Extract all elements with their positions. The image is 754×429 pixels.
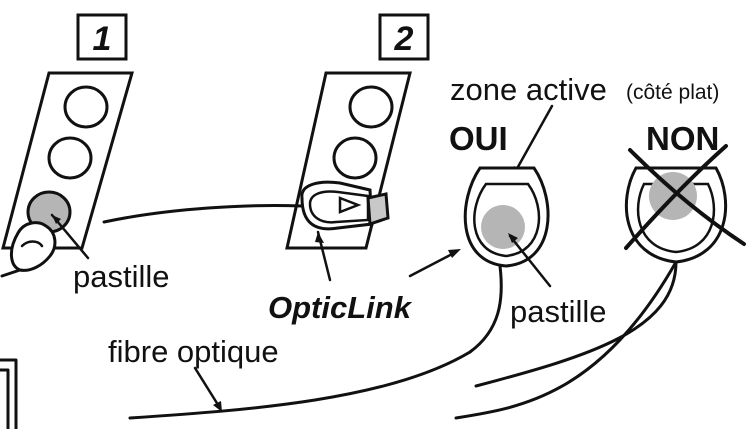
partial-frame bbox=[0, 358, 18, 429]
indicator-led-top-2 bbox=[348, 85, 394, 129]
direction-arrow-icon bbox=[338, 196, 362, 214]
pastille-label-left: pastille bbox=[73, 259, 170, 294]
pastille-label-right: pastille bbox=[510, 294, 607, 329]
fibre-optique-pointer bbox=[193, 366, 222, 410]
indicator-led-middle bbox=[47, 136, 93, 180]
cote-plat-label: (côté plat) bbox=[626, 81, 719, 104]
oui-label: OUI bbox=[449, 120, 508, 157]
pastille-pointer-right bbox=[508, 234, 552, 288]
fiber-cable bbox=[128, 350, 472, 420]
finger-icon bbox=[0, 221, 57, 278]
pastille-spot-oui bbox=[481, 205, 525, 249]
opticlink-connector bbox=[300, 180, 390, 231]
fibre-optique-label: fibre optique bbox=[108, 334, 279, 369]
zone-active-pointer bbox=[512, 104, 554, 176]
step-1-badge: 1 bbox=[76, 13, 128, 61]
fiber-stem-non bbox=[474, 260, 678, 388]
step-2-number: 2 bbox=[394, 20, 414, 58]
cross-out-icon bbox=[624, 144, 746, 250]
step-1-number: 1 bbox=[93, 20, 112, 58]
connector-non bbox=[624, 166, 728, 264]
fiber-stem-oui bbox=[468, 264, 503, 354]
pastille-pointer-left bbox=[50, 213, 90, 260]
zone-active-label: zone active bbox=[450, 72, 607, 107]
fiber-cable-non bbox=[454, 260, 678, 420]
indicator-led-top bbox=[63, 85, 109, 129]
step-2-badge: 2 bbox=[378, 13, 430, 61]
fiber-link-1-2 bbox=[102, 204, 304, 224]
connector-oui bbox=[463, 166, 550, 268]
non-label: NON bbox=[646, 120, 719, 157]
opticlink-label: OpticLink bbox=[268, 290, 413, 325]
indicator-led-middle-2 bbox=[332, 136, 378, 180]
oui-connector-pointer bbox=[408, 250, 458, 278]
